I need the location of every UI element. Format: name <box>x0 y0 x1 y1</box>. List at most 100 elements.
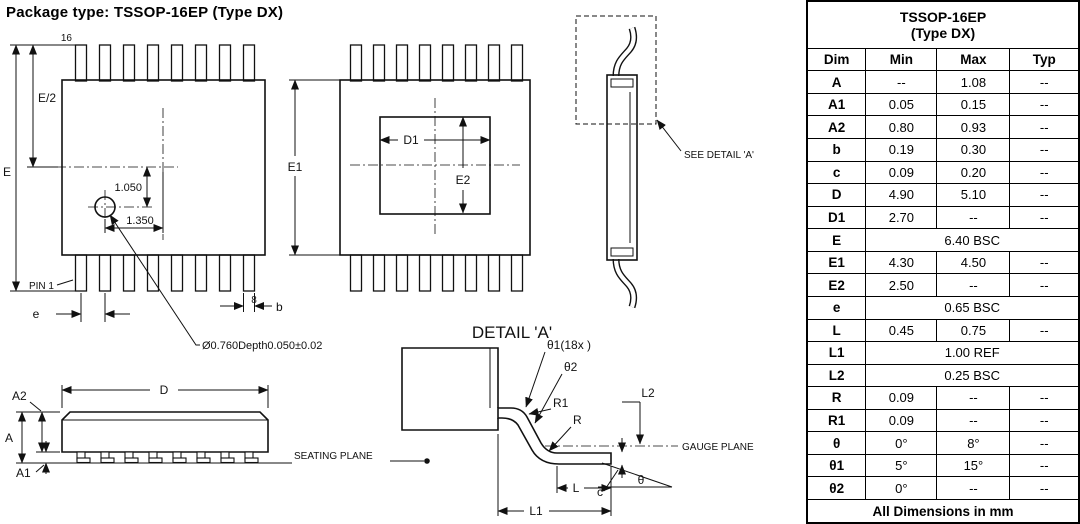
dim-cell: L <box>806 318 867 343</box>
dim-a1-leader <box>35 464 45 473</box>
max-cell: 0.75 <box>936 318 1011 343</box>
dim-label-theta2: θ2 <box>564 360 578 374</box>
dim-cell: e <box>806 295 867 320</box>
end-lead-bottom-inner <box>613 258 636 308</box>
hole-note-leader <box>109 214 200 346</box>
dim-cell: θ2 <box>806 476 867 500</box>
pad-view-pins-bottom <box>349 254 524 292</box>
max-cell: -- <box>936 476 1011 500</box>
dim-label-d: D <box>160 383 169 397</box>
r-leader <box>548 426 572 452</box>
table-title-line2: (Type DX) <box>910 24 976 41</box>
dim-cell: D <box>806 183 867 207</box>
detail-body <box>401 347 499 431</box>
dim-a2-extensions <box>16 411 60 453</box>
col-header-max: Max <box>936 47 1011 72</box>
dim-label-a: A <box>5 431 13 445</box>
dim-label-pitch: e <box>33 307 40 321</box>
dim-label-d1: D1 <box>403 133 419 147</box>
dim-label-l: L <box>573 481 580 495</box>
pin1-label: PIN 1 <box>29 281 54 292</box>
table-footer-row: All Dimensions in mm <box>806 499 1080 524</box>
col-header-min: Min <box>865 47 938 72</box>
min-cell: 0.19 <box>865 138 938 162</box>
dim-label-r: R <box>573 413 582 427</box>
min-cell: 0.80 <box>865 115 938 139</box>
detail-lead <box>497 407 612 465</box>
package-drawing: E E/2 16 8 PIN 1 e b 1.050 1.350 Ø0.760D… <box>3 15 754 518</box>
span-cell: 6.40 BSC <box>865 228 1080 252</box>
typ-cell: -- <box>1009 138 1080 162</box>
dim-label-l2: L2 <box>641 386 655 400</box>
min-cell: 2.70 <box>865 205 938 230</box>
pad-view: D1 E2 E1 <box>288 44 531 292</box>
typ-cell: -- <box>1009 386 1080 410</box>
table-header-row: Dim Min Max Typ <box>806 47 1080 72</box>
gauge-plane-label: GAUGE PLANE <box>682 442 754 453</box>
dim-label-c: c <box>597 485 603 499</box>
dim-a2-leader <box>29 401 42 412</box>
pad-centerlines <box>350 98 520 235</box>
max-cell: -- <box>936 408 1011 433</box>
table-title-line1: TSSOP-16EP <box>899 8 987 25</box>
typ-cell: -- <box>1009 453 1080 478</box>
typ-cell: -- <box>1009 92 1080 117</box>
dim-cell: A2 <box>806 115 867 139</box>
dim-label-1050: 1.050 <box>114 182 142 194</box>
pin16-label: 16 <box>61 33 73 44</box>
page-title: Package type: TSSOP-16EP (Type DX) <box>6 4 284 21</box>
max-cell: 5.10 <box>936 183 1011 207</box>
detail-a-view: DETAIL 'A' θ1(18x ) θ2 R1 R L2 GAUGE PLA… <box>401 323 754 518</box>
dim-cell: R1 <box>806 408 867 433</box>
dim-label-e1: E1 <box>288 160 303 174</box>
max-cell: -- <box>936 386 1011 410</box>
dim-cell: θ <box>806 431 867 455</box>
dim-cell: L2 <box>806 363 867 388</box>
typ-cell: -- <box>1009 160 1080 185</box>
typ-cell: -- <box>1009 250 1080 275</box>
typ-cell: -- <box>1009 183 1080 207</box>
typ-cell: -- <box>1009 431 1080 455</box>
col-header-typ: Typ <box>1009 47 1080 72</box>
span-cell: 0.25 BSC <box>865 363 1080 388</box>
dim-cell: L1 <box>806 341 867 365</box>
dim-cell: A <box>806 70 867 94</box>
dim-label-theta1: θ1(18x ) <box>547 338 591 352</box>
see-detail-leader <box>656 119 682 152</box>
dim-cell: c <box>806 160 867 185</box>
min-cell: 0.05 <box>865 92 938 117</box>
r1-leader <box>528 407 552 416</box>
detail-a-title: DETAIL 'A' <box>472 323 552 342</box>
hole-centerlines <box>88 190 152 225</box>
side-view-leads <box>76 451 259 464</box>
dim-label-a2: A2 <box>12 389 27 403</box>
min-cell: 0.45 <box>865 318 938 343</box>
dim-cell: b <box>806 138 867 162</box>
min-cell: 0° <box>865 476 938 500</box>
pad-view-pins-top <box>349 44 524 82</box>
dim-label-l1: L1 <box>529 504 543 518</box>
dim-label-1350: 1.350 <box>126 215 154 227</box>
dim-cell: R <box>806 386 867 410</box>
table-title-row: TSSOP-16EP (Type DX) <box>806 0 1080 49</box>
typ-cell: -- <box>1009 318 1080 343</box>
max-cell: 1.08 <box>936 70 1011 94</box>
span-cell: 0.65 BSC <box>865 295 1080 320</box>
span-cell: 1.00 REF <box>865 341 1080 365</box>
max-cell: 0.20 <box>936 160 1011 185</box>
max-cell: 0.93 <box>936 115 1011 139</box>
min-cell: 0.09 <box>865 408 938 433</box>
max-cell: 0.30 <box>936 138 1011 162</box>
end-body-step-top <box>610 78 634 88</box>
dim-pitch-extensions <box>80 293 106 322</box>
dim-cell: E2 <box>806 273 867 297</box>
see-detail-label: SEE DETAIL 'A' <box>684 150 754 161</box>
max-cell: 15° <box>936 453 1011 478</box>
dim-e-extensions <box>10 44 75 292</box>
